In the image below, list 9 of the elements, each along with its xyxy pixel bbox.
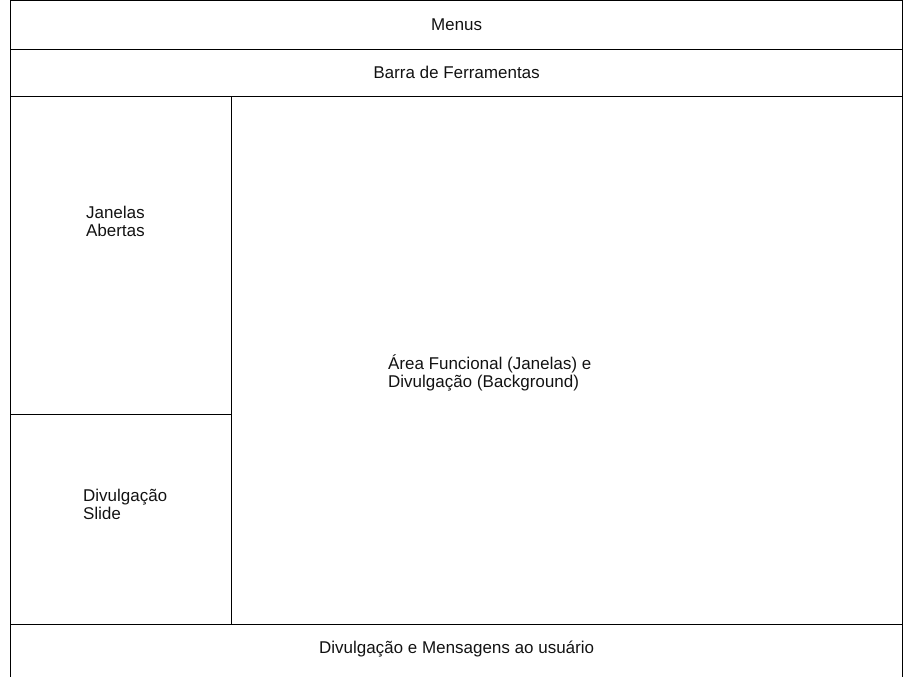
region-label: Barra de Ferramentas (372, 64, 541, 82)
region-label: Menus (430, 16, 484, 34)
layout-region (10, 49, 903, 97)
region-label: Divulgação e Mensagens ao usuário (318, 639, 595, 657)
layout-region (10, 624, 903, 677)
region-label: Área Funcional (Janelas) e Divulgação (Background) (388, 355, 592, 391)
layout-region (10, 0, 903, 50)
region-label: Divulgação Slide (83, 487, 168, 523)
region-label: Janelas Abertas (86, 204, 146, 240)
